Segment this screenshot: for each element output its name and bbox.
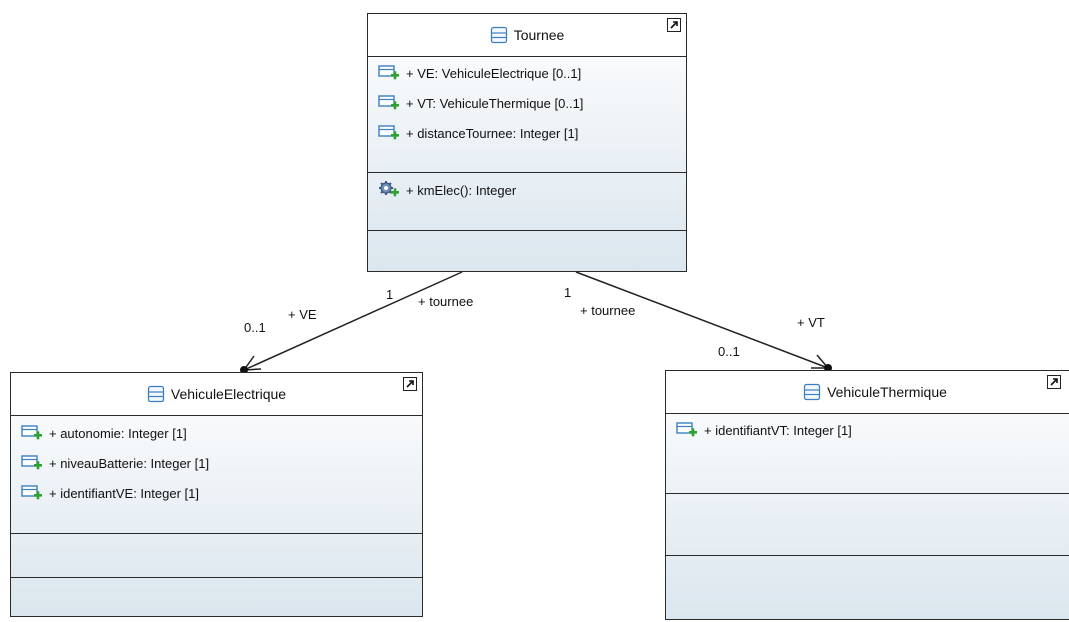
- association-vt-line[interactable]: [575, 271, 829, 369]
- attribute-row[interactable]: + niveauBatterie: Integer [1]: [21, 452, 209, 474]
- attribute-niveau-batterie: + niveauBatterie: Integer [1]: [49, 455, 210, 471]
- attribute-row[interactable]: + VT: VehiculeThermique [0..1]: [378, 92, 583, 114]
- class-vehicule-thermique-empty-compartment: [666, 556, 1069, 622]
- class-tournee-name: Tournee: [513, 27, 565, 43]
- attribute-vt: + VT: VehiculeThermique [0..1]: [406, 95, 584, 111]
- attribute-row[interactable]: + distanceTournee: Integer [1]: [378, 122, 578, 144]
- attribute-add-icon: [21, 455, 42, 470]
- attribute-row[interactable]: + autonomie: Integer [1]: [21, 422, 187, 444]
- class-icon: [147, 385, 165, 403]
- attribute-row[interactable]: + identifiantVT: Integer [1]: [676, 419, 852, 441]
- attribute-ve: + VE: VehiculeElectrique [0..1]: [406, 65, 582, 81]
- class-vehicule-electrique-operations: [11, 534, 422, 578]
- attribute-add-icon: [378, 65, 399, 80]
- association-vt-source-role: + tournee: [580, 303, 636, 318]
- shortcut-arrow-icon[interactable]: [403, 377, 417, 391]
- attribute-add-icon: [378, 95, 399, 110]
- class-vehicule-electrique-empty-compartment: [11, 578, 422, 619]
- shortcut-arrow-icon[interactable]: [1047, 375, 1061, 389]
- class-vehicule-thermique-name: VehiculeThermique: [827, 384, 947, 400]
- association-ve-source-role: + tournee: [418, 294, 474, 309]
- association-ve-target-multiplicity: 0..1: [244, 320, 266, 335]
- class-vehicule-thermique-operations: [666, 494, 1069, 556]
- class-vehicule-electrique-attributes: + autonomie: Integer [1] + niveauBatteri…: [11, 416, 422, 534]
- class-icon: [490, 26, 507, 44]
- class-tournee-attributes: + VE: VehiculeElectrique [0..1] + VT: Ve…: [368, 57, 686, 173]
- attribute-distance-tournee: + distanceTournee: Integer [1]: [406, 125, 579, 141]
- association-vt-target-role: + VT: [797, 315, 825, 330]
- class-vehicule-thermique-header[interactable]: VehiculeThermique: [666, 371, 1069, 414]
- class-tournee[interactable]: Tournee + VE: VehiculeElectrique [0..1] …: [367, 13, 687, 272]
- association-ve-line[interactable]: [243, 271, 463, 371]
- attribute-row[interactable]: + identifiantVE: Integer [1]: [21, 482, 199, 504]
- attribute-add-icon: [378, 125, 399, 140]
- operation-row[interactable]: + kmElec(): Integer: [378, 179, 516, 201]
- attribute-add-icon: [21, 425, 42, 440]
- class-vehicule-thermique[interactable]: VehiculeThermique + identifiantVT: Integ…: [665, 370, 1069, 620]
- shortcut-arrow-icon[interactable]: [667, 18, 681, 32]
- class-tournee-empty-compartment: [368, 231, 686, 272]
- class-tournee-header[interactable]: Tournee: [368, 14, 686, 57]
- class-vehicule-thermique-attributes: + identifiantVT: Integer [1]: [666, 414, 1069, 494]
- class-vehicule-electrique-header[interactable]: VehiculeElectrique: [11, 373, 422, 416]
- operation-gear-add-icon: [379, 181, 399, 197]
- attribute-row[interactable]: + VE: VehiculeElectrique [0..1]: [378, 62, 581, 84]
- class-tournee-operations: + kmElec(): Integer: [368, 173, 686, 231]
- attribute-identifiant-ve: + identifiantVE: Integer [1]: [49, 485, 199, 501]
- class-vehicule-electrique[interactable]: VehiculeElectrique + autonomie: Integer …: [10, 372, 423, 617]
- association-ve-target-role: + VE: [288, 307, 317, 322]
- association-vt-target-multiplicity: 0..1: [718, 344, 740, 359]
- attribute-add-icon: [21, 485, 42, 500]
- class-vehicule-electrique-name: VehiculeElectrique: [170, 386, 287, 402]
- attribute-autonomie: + autonomie: Integer [1]: [49, 425, 187, 441]
- attribute-identifiant-vt: + identifiantVT: Integer [1]: [704, 422, 852, 438]
- operation-km-elec: + kmElec(): Integer: [406, 182, 517, 198]
- association-ve-source-multiplicity: 1: [386, 287, 394, 302]
- association-vt-source-multiplicity: 1: [564, 285, 572, 300]
- class-icon: [803, 383, 821, 401]
- attribute-add-icon: [676, 422, 697, 437]
